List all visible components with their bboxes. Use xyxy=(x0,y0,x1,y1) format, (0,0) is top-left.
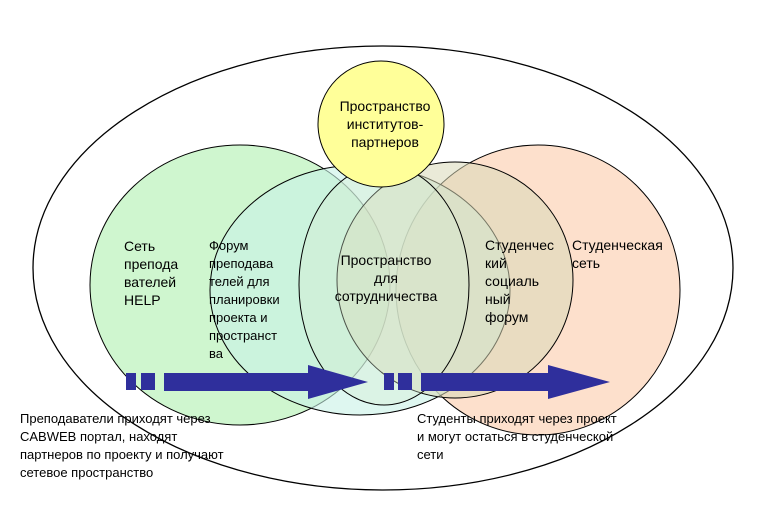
student-forum-circle xyxy=(336,161,574,399)
help-network-label: Сеть препода вателей HELP xyxy=(124,238,179,308)
students-arrow xyxy=(384,365,610,399)
partner-space-circle xyxy=(317,60,445,188)
student-forum-label: Студенчес кий социаль ный форум xyxy=(485,237,554,325)
students-note: Студенты приходят через проект и могут о… xyxy=(417,411,617,462)
student-network-label: Студенческая сеть xyxy=(572,237,663,271)
outer-boundary-ellipse xyxy=(32,45,734,491)
collab-space-label: Пространство для сотрудничества xyxy=(334,252,438,304)
teacher-forum-label: Форум преподава телей для планировки про… xyxy=(209,238,280,361)
partner-space-label: Пространство институтов- партнеров xyxy=(339,98,431,150)
teachers-note: Преподаватели приходят через CABWEB порт… xyxy=(20,411,224,480)
teachers-arrow xyxy=(126,365,368,399)
